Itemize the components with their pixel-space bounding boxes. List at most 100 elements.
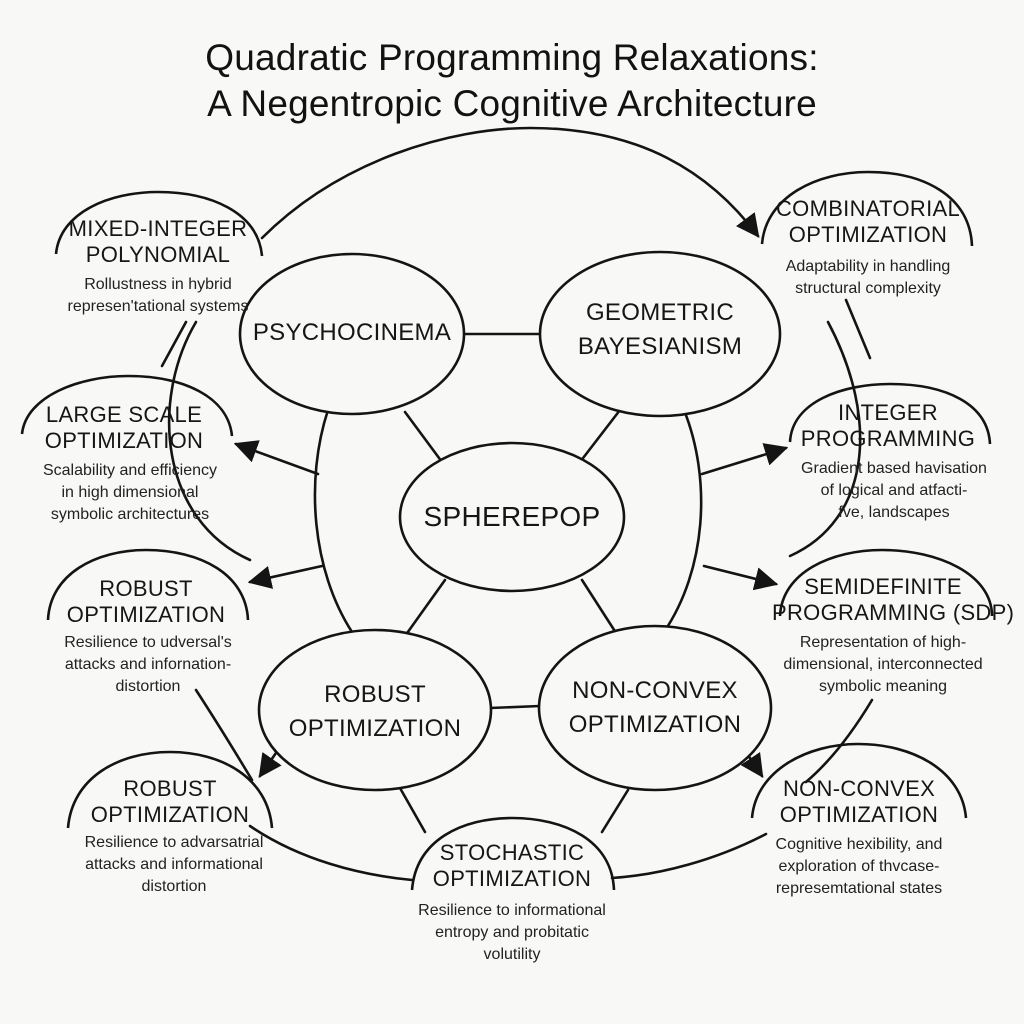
outer-title-line: POLYNOMIAL	[85, 242, 231, 267]
connector-mixed-to-large	[160, 320, 188, 368]
outer-arc-robust-lower	[66, 750, 274, 829]
outer-desc-line: attacks and informational	[85, 856, 263, 873]
core-label-line: OPTIMIZATION	[568, 711, 742, 738]
outer-arc-mixed-integer	[54, 190, 264, 257]
hub-label-line: SPHEREPOP	[423, 501, 601, 532]
outer-title-line: MIXED-INTEGER	[68, 216, 248, 241]
outer-title-line: OPTIMIZATION	[788, 222, 948, 247]
outer-title-combinatorial: COMBINATORIAL OPTIMIZATION	[766, 196, 970, 248]
outer-desc-line: structural complexity	[795, 280, 941, 297]
core-node-psychocinema	[238, 252, 466, 416]
connector-robust-nonconvex	[488, 704, 542, 710]
diagram-title-line-1: Quadratic Programming Relaxations:	[205, 37, 819, 78]
connector-hub-psychocinema	[403, 410, 444, 464]
connector-hub-nonconvex	[580, 578, 620, 638]
outer-desc-integer-programming: Gradient based havisation of logical and…	[786, 458, 1002, 524]
outer-title-line: OPTIMIZATION	[90, 802, 250, 827]
arrow-to-semidefinite	[702, 564, 779, 591]
outer-title-mixed-integer: MIXED-INTEGER POLYNOMIAL	[58, 216, 258, 268]
outer-title-line: STOCHASTIC	[439, 840, 585, 865]
outer-desc-line: exploration of thvcase-	[778, 858, 940, 875]
outer-title-stochastic: STOCHASTIC OPTIMIZATION	[412, 840, 612, 892]
outer-desc-line: symbolic architectures	[50, 506, 210, 523]
core-label-line: ROBUST	[324, 681, 426, 708]
outer-desc-line: Resilience to advarsatrial	[84, 834, 264, 851]
core-node-geometric-bayesianism	[538, 250, 782, 418]
connector-robust-stochastic	[398, 786, 427, 834]
outer-arc-stochastic	[410, 816, 616, 891]
connector-nonconvex-stochastic	[600, 788, 630, 834]
connector-semidefinite-down	[804, 698, 874, 784]
outer-title-line: NON-CONVEX	[782, 776, 936, 801]
core-label-psychocinema: PSYCHOCINEMA	[252, 316, 452, 350]
arrow-to-large-scale	[233, 440, 320, 476]
outer-desc-robust-lower: Resilience to advarsatrial attacks and i…	[66, 832, 282, 898]
outer-title-line: OPTIMIZATION	[432, 866, 592, 891]
outer-title-integer-programming: INTEGER PROGRAMMING	[788, 400, 988, 452]
core-label-line: PSYCHOCINEMA	[252, 319, 452, 346]
outer-arc-combinatorial	[760, 170, 974, 247]
outer-desc-line: Gradient based havisation	[801, 460, 987, 477]
outer-desc-line: fve, landscapes	[838, 504, 950, 521]
outer-desc-large-scale: Scalability and efficiency in high dimen…	[20, 460, 240, 526]
outer-desc-line: Resilience to udversal's	[64, 634, 232, 651]
outer-title-line: OPTIMIZATION	[44, 428, 204, 453]
outer-title-line: ROBUST	[123, 776, 217, 801]
connector-outer-left-curve	[167, 320, 252, 562]
core-label-non-convex-optimization: NON-CONVEX OPTIMIZATION	[545, 674, 765, 742]
outer-desc-combinatorial: Adaptability in handling structural comp…	[766, 256, 970, 300]
outer-desc-line: represemtational states	[775, 880, 943, 897]
outer-desc-line: represen'tational systems	[67, 298, 249, 315]
outer-desc-line: Representation of high-	[799, 634, 967, 651]
outer-desc-line: Rollustness in hybrid	[84, 276, 232, 293]
connector-arc-left	[313, 408, 354, 634]
connector-hub-geometric	[578, 408, 622, 464]
outer-desc-robust-upper: Resilience to udversal's attacks and inf…	[40, 632, 256, 698]
outer-desc-stochastic: Resilience to informational entropy and …	[402, 900, 622, 966]
outer-desc-semidefinite: Representation of high- dimensional, int…	[772, 632, 994, 698]
core-label-line: BAYESIANISM	[577, 333, 743, 360]
hub-label-spherepop: SPHEREPOP	[412, 500, 612, 534]
outer-title-robust-upper: ROBUST OPTIMIZATION	[46, 576, 246, 628]
hub-node-spherepop	[398, 441, 626, 593]
arrow-to-integer-programming	[700, 443, 789, 476]
connector-arc-bottom-left	[248, 824, 414, 882]
outer-desc-line: Cognitive hexibility, and	[775, 836, 943, 853]
outer-title-line: PROGRAMMING	[800, 426, 976, 451]
core-label-line: GEOMETRIC	[585, 299, 735, 326]
core-label-line: NON-CONVEX	[572, 677, 738, 704]
outer-title-line: LARGE SCALE	[45, 402, 203, 427]
outer-title-line: PROGRAMMING (SDP)	[772, 600, 1015, 625]
outer-title-robust-lower: ROBUST OPTIMIZATION	[70, 776, 270, 828]
outer-title-line: OPTIMIZATION	[779, 802, 939, 827]
connector-arc-top	[260, 126, 760, 240]
outer-title-large-scale: LARGE SCALE OPTIMIZATION	[22, 402, 226, 454]
core-label-robust-optimization: ROBUST OPTIMIZATION	[265, 678, 485, 746]
connector-arc-right	[662, 408, 703, 634]
connector-outer-right-curve	[788, 320, 862, 558]
outer-desc-mixed-integer: Rollustness in hybrid represen'tational …	[48, 274, 268, 318]
connector-combinatorial-to-integer	[844, 298, 872, 360]
core-node-non-convex-optimization	[537, 624, 773, 792]
connector-robust-upper-down	[194, 688, 254, 782]
diagram-title-line-2: A Negentropic Cognitive Architecture	[207, 83, 817, 124]
outer-desc-line: dimensional, interconnected	[783, 656, 983, 673]
outer-desc-line: entropy and probitatic	[435, 924, 589, 941]
outer-title-line: OPTIMIZATION	[66, 602, 226, 627]
connector-arc-bottom-right	[610, 832, 768, 880]
outer-desc-non-convex: Cognitive hexibility, and exploration of…	[748, 834, 970, 900]
outer-title-semidefinite: SEMIDEFINITE PROGRAMMING (SDP)	[772, 574, 1015, 626]
arrow-to-robust-upper	[247, 564, 324, 589]
connector-hub-robust	[403, 578, 447, 638]
outer-arc-integer	[788, 382, 992, 445]
outer-desc-line: attacks and infornation-	[64, 656, 232, 673]
outer-desc-line: Resilience to informational	[418, 902, 606, 919]
outer-desc-line: Scalability and efficiency	[42, 462, 218, 479]
outer-arc-robust-upper	[46, 548, 250, 621]
outer-title-line: ROBUST	[99, 576, 193, 601]
outer-desc-line: volutility	[483, 946, 541, 963]
outer-desc-line: in high dimensional	[61, 484, 199, 501]
outer-title-line: COMBINATORIAL	[775, 196, 960, 221]
